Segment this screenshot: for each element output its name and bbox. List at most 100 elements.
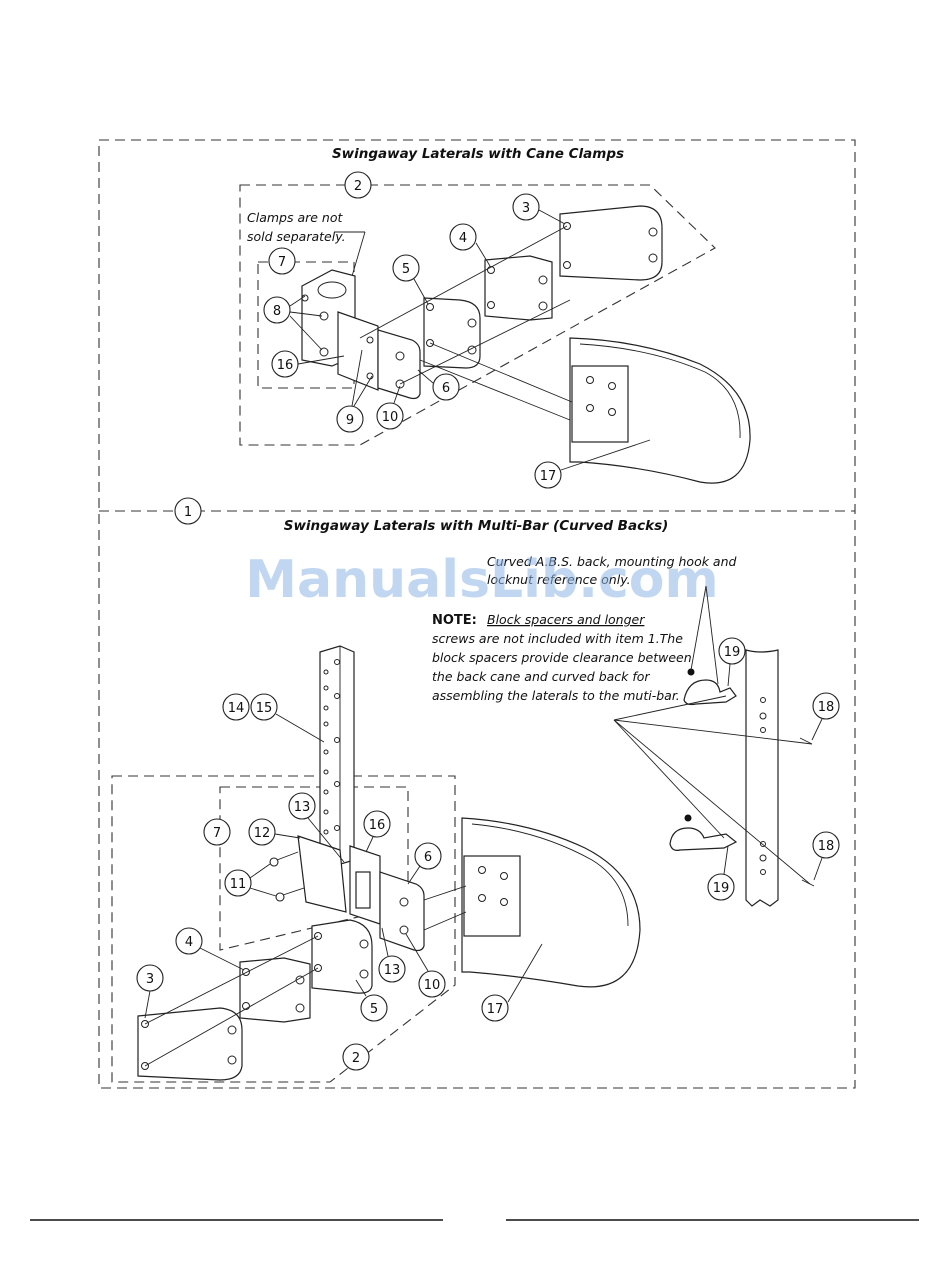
bottom-callout-4: 4 [175, 927, 203, 955]
top-callout-16: 16 [271, 350, 299, 378]
bottom-mount-hole [478, 894, 486, 902]
note-line2: screws are not included with item 1.The [432, 631, 683, 646]
top-group-2-boundary [239, 184, 716, 446]
bottom-leader-11 [249, 863, 271, 879]
top-bracket-4-hole [538, 301, 548, 311]
top-callout-7: 7 [268, 247, 296, 275]
bottom-group-2-boundary [111, 775, 456, 1083]
bottom-bracket-3-hole [227, 1055, 237, 1065]
bottom-bracket-3-hole [227, 1025, 237, 1035]
detail-leader-18a [811, 718, 823, 741]
top-leader-8 [289, 295, 306, 307]
bottom-assembly-line [144, 967, 319, 1067]
abs-note-line1: Curved A.B.S. back, mounting hook and [487, 554, 737, 569]
svg-text:16: 16 [369, 818, 386, 833]
top-bracket-4-hole [538, 275, 548, 285]
top-curved-back-mount [571, 365, 629, 443]
svg-text:3: 3 [522, 201, 530, 216]
bottom-leader-13a [307, 817, 345, 863]
top-clamp-group-boundary [257, 261, 355, 389]
svg-text:18: 18 [818, 700, 835, 715]
top-assembly-line [359, 225, 568, 339]
svg-text:5: 5 [402, 262, 410, 277]
detail-locknut-lower [684, 814, 692, 822]
top-curved-back-edge [579, 343, 741, 439]
bottom-leader-3 [144, 990, 151, 1019]
abs-note-leader [690, 585, 707, 671]
bottom-leader-11 [249, 887, 277, 897]
top-bracket-3-hole [648, 227, 658, 237]
top-clamp-bore [317, 281, 347, 299]
bottom-leader-4 [199, 947, 245, 971]
top-leader-9 [353, 375, 373, 407]
top-leader-3 [538, 209, 566, 225]
top-callout-5: 5 [392, 254, 420, 282]
top-mount-hole [586, 376, 594, 384]
note-line4: the back cane and curved back for [432, 669, 650, 684]
bottom-leader-10 [405, 933, 429, 972]
bottom-callout-6: 6 [414, 842, 442, 870]
bottom-callout-15: 15 [250, 693, 278, 721]
top-spacer-plate [337, 311, 379, 391]
top-note-line1: Clamps are not [247, 210, 343, 225]
bottom-assembly-line [144, 935, 319, 1025]
note-leader [613, 719, 725, 839]
bottom-title: Swingaway Laterals with Multi-Bar (Curve… [284, 518, 669, 534]
bottom-bracket-4-hole [295, 1003, 305, 1013]
bottom-callout-5: 5 [360, 994, 388, 1022]
bottom-clamp-plate-12 [297, 835, 347, 913]
bottom-leader-5 [355, 979, 367, 997]
svg-text:17: 17 [487, 1002, 504, 1017]
top-callout-6: 6 [432, 373, 460, 401]
bottom-assembly-line [423, 911, 467, 931]
svg-text:13: 13 [384, 963, 401, 978]
top-callout-3: 3 [512, 193, 540, 221]
svg-text:4: 4 [459, 231, 467, 246]
svg-text:15: 15 [256, 701, 273, 716]
bottom-leader-13b [381, 927, 389, 957]
svg-text:3: 3 [146, 972, 154, 987]
bottom-callout-12: 12 [248, 818, 276, 846]
bottom-assembly-line [423, 885, 467, 901]
bottom-leader-6 [407, 865, 421, 885]
bottom-mount-hole [500, 872, 508, 880]
note-leader [613, 695, 727, 721]
svg-text:14: 14 [228, 701, 245, 716]
svg-text:10: 10 [424, 978, 441, 993]
detail-callout-19b: 19 [707, 873, 735, 901]
svg-text:4: 4 [185, 935, 193, 950]
svg-text:6: 6 [424, 850, 432, 865]
svg-text:17: 17 [540, 469, 557, 484]
top-leader-5 [413, 278, 429, 305]
detail-back-cane [745, 649, 779, 907]
bottom-screw-11b [275, 887, 305, 902]
svg-text:7: 7 [278, 255, 286, 270]
top-mount-hole [608, 408, 616, 416]
top-spacer-hole [366, 336, 374, 344]
svg-text:11: 11 [230, 877, 247, 892]
bottom-mount-hole [478, 866, 486, 874]
svg-text:7: 7 [213, 826, 221, 841]
note-line1: Block spacers and longer [487, 612, 645, 627]
top-bracket-4 [484, 255, 553, 321]
top-mount-hole [608, 382, 616, 390]
bottom-callout-3: 3 [136, 964, 164, 992]
svg-text:8: 8 [273, 304, 281, 319]
bottom-bracket-4 [239, 957, 311, 1023]
note-line5: assembling the laterals to the muti-bar. [432, 688, 680, 703]
bottom-bracket-5 [311, 919, 373, 994]
svg-text:16: 16 [277, 358, 294, 373]
top-bracket-4-hole [487, 301, 495, 309]
bottom-callout-10: 10 [418, 970, 446, 998]
note-line3: block spacers provide clearance between [432, 650, 692, 665]
top-callout-8: 8 [263, 296, 291, 324]
bottom-curved-back-mount [463, 855, 521, 937]
top-leader-9 [351, 349, 363, 407]
bottom-leader-17 [507, 943, 543, 1003]
top-callout-17: 17 [534, 461, 562, 489]
bottom-screw-11a [269, 851, 299, 867]
top-bracket-5-hole [467, 318, 477, 328]
bottom-bracket-3 [137, 1007, 243, 1081]
bottom-callout-2: 2 [342, 1043, 370, 1071]
